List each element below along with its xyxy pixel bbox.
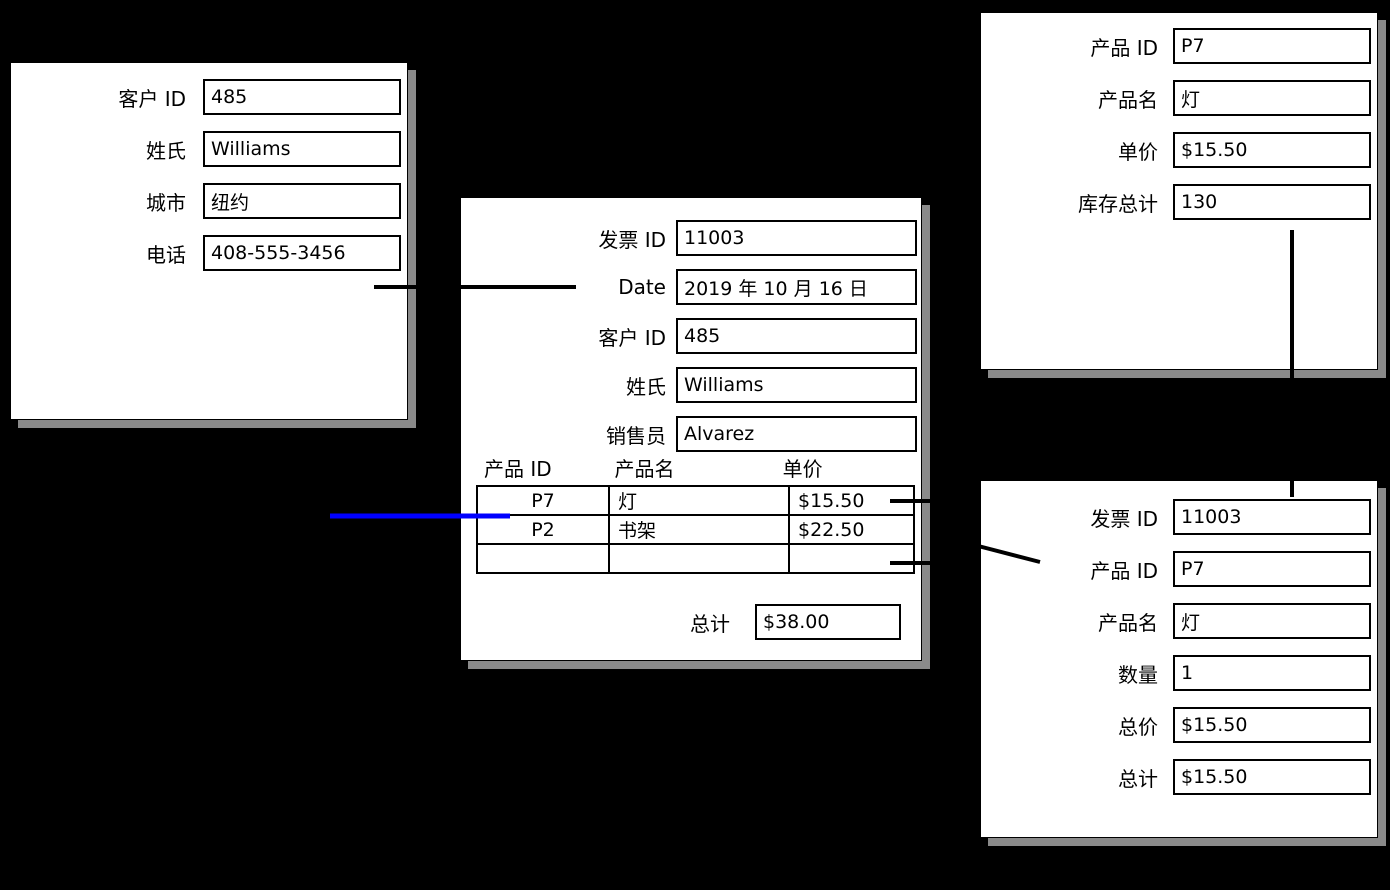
invoice-form-panel: 发票 ID 11003 Date 2019 年 10 月 16 日 客户 ID … [460,197,922,661]
field-row: 产品名 灯 [981,603,1377,639]
product-name-input[interactable]: 灯 [1173,80,1371,116]
stock-total-label: 库存总计 [1078,191,1158,216]
invoice-id-input[interactable]: 11003 [676,220,917,256]
cell-unit-price[interactable]: $22.50 [788,514,915,545]
field-row: 产品名 灯 [981,80,1377,116]
last-name-input[interactable]: Williams [676,367,917,403]
field-row: 总价 $15.50 [981,707,1377,743]
field-row: 产品 ID P7 [981,28,1377,64]
field-row: 姓氏 Williams [11,131,407,167]
product-id-input[interactable]: P7 [1173,551,1371,587]
salesperson-label: 销售员 [606,423,666,448]
product-name-input[interactable]: 灯 [1173,603,1371,639]
last-name-label: 姓氏 [146,138,186,163]
field-row: 客户 ID 485 [461,318,921,354]
column-header-unit-price: 单价 [782,457,823,481]
line-items-table: P7 灯 $15.50 P2 书架 $22.50 [476,485,915,574]
grand-total-input[interactable]: $15.50 [1173,759,1371,795]
field-row: 数量 1 [981,655,1377,691]
date-label: Date [618,275,666,299]
invoice-id-input[interactable]: 11003 [1173,499,1371,535]
city-label: 城市 [146,190,186,215]
line-total-input[interactable]: $15.50 [1173,707,1371,743]
product-id-input[interactable]: P7 [1173,28,1371,64]
line-items-header: 产品 ID 产品名 单价 [476,453,891,481]
salesperson-input[interactable]: Alvarez [676,416,917,452]
field-row: 单价 $15.50 [981,132,1377,168]
line-item-fields: 发票 ID 11003 产品 ID P7 产品名 灯 数量 1 总价 $15.5… [981,481,1377,795]
column-header-product-id: 产品 ID [484,457,552,481]
total-label: 总计 [690,611,730,636]
product-id-label: 产品 ID [1090,558,1158,583]
table-row [476,543,915,574]
product-fields: 产品 ID P7 产品名 灯 单价 $15.50 库存总计 130 [981,13,1377,220]
quantity-input[interactable]: 1 [1173,655,1371,691]
cell-product-id[interactable]: P7 [476,485,610,516]
customer-id-label: 客户 ID [598,325,666,350]
stock-total-input[interactable]: 130 [1173,184,1371,220]
date-input[interactable]: 2019 年 10 月 16 日 [676,269,917,305]
table-row: P2 书架 $22.50 [476,514,915,545]
customer-id-input[interactable]: 485 [676,318,917,354]
field-row: 城市 纽约 [11,183,407,219]
cell-product-id[interactable]: P2 [476,514,610,545]
field-row: Date 2019 年 10 月 16 日 [461,269,921,305]
cell-unit-price[interactable]: $15.50 [788,485,915,516]
total-input[interactable]: $38.00 [755,604,901,640]
customer-fields: 客户 ID 485 姓氏 Williams 城市 纽约 电话 408-555-3… [11,63,407,271]
customer-id-input[interactable]: 485 [203,79,401,115]
invoice-total-row: 总计 $38.00 [461,604,901,640]
customer-form-panel: 客户 ID 485 姓氏 Williams 城市 纽约 电话 408-555-3… [10,62,408,420]
field-row: 总计 $15.50 [981,759,1377,795]
invoice-id-label: 发票 ID [598,227,666,252]
field-row: 电话 408-555-3456 [11,235,407,271]
column-header-product-name: 产品名 [614,457,675,481]
grand-total-label: 总计 [1118,766,1158,791]
field-row: 发票 ID 11003 [461,220,921,256]
field-row: 销售员 Alvarez [461,416,921,452]
invoice-id-label: 发票 ID [1090,506,1158,531]
field-row: 库存总计 130 [981,184,1377,220]
last-name-input[interactable]: Williams [203,131,401,167]
field-row: 客户 ID 485 [11,79,407,115]
cell-product-name[interactable] [608,543,790,574]
cell-product-name[interactable]: 灯 [608,485,790,516]
quantity-label: 数量 [1118,662,1158,687]
invoice-fields: 发票 ID 11003 Date 2019 年 10 月 16 日 客户 ID … [461,198,921,452]
cell-unit-price[interactable] [788,543,915,574]
customer-id-label: 客户 ID [118,86,186,111]
line-total-label: 总价 [1118,714,1158,739]
cell-product-name[interactable]: 书架 [608,514,790,545]
field-row: 发票 ID 11003 [981,499,1377,535]
line-item-form-panel: 发票 ID 11003 产品 ID P7 产品名 灯 数量 1 总价 $15.5… [980,480,1378,838]
table-row: P7 灯 $15.50 [476,485,915,516]
product-id-label: 产品 ID [1090,35,1158,60]
product-name-label: 产品名 [1098,87,1158,112]
invoice-line-items: 产品 ID 产品名 单价 P7 灯 $15.50 P2 书架 $22.50 [476,453,915,574]
phone-input[interactable]: 408-555-3456 [203,235,401,271]
city-input[interactable]: 纽约 [203,183,401,219]
unit-price-input[interactable]: $15.50 [1173,132,1371,168]
product-name-label: 产品名 [1098,610,1158,635]
field-row: 产品 ID P7 [981,551,1377,587]
cell-product-id[interactable] [476,543,610,574]
field-row: 姓氏 Williams [461,367,921,403]
last-name-label: 姓氏 [626,374,666,399]
phone-label: 电话 [146,242,186,267]
unit-price-label: 单价 [1118,139,1158,164]
product-form-panel: 产品 ID P7 产品名 灯 单价 $15.50 库存总计 130 [980,12,1378,370]
